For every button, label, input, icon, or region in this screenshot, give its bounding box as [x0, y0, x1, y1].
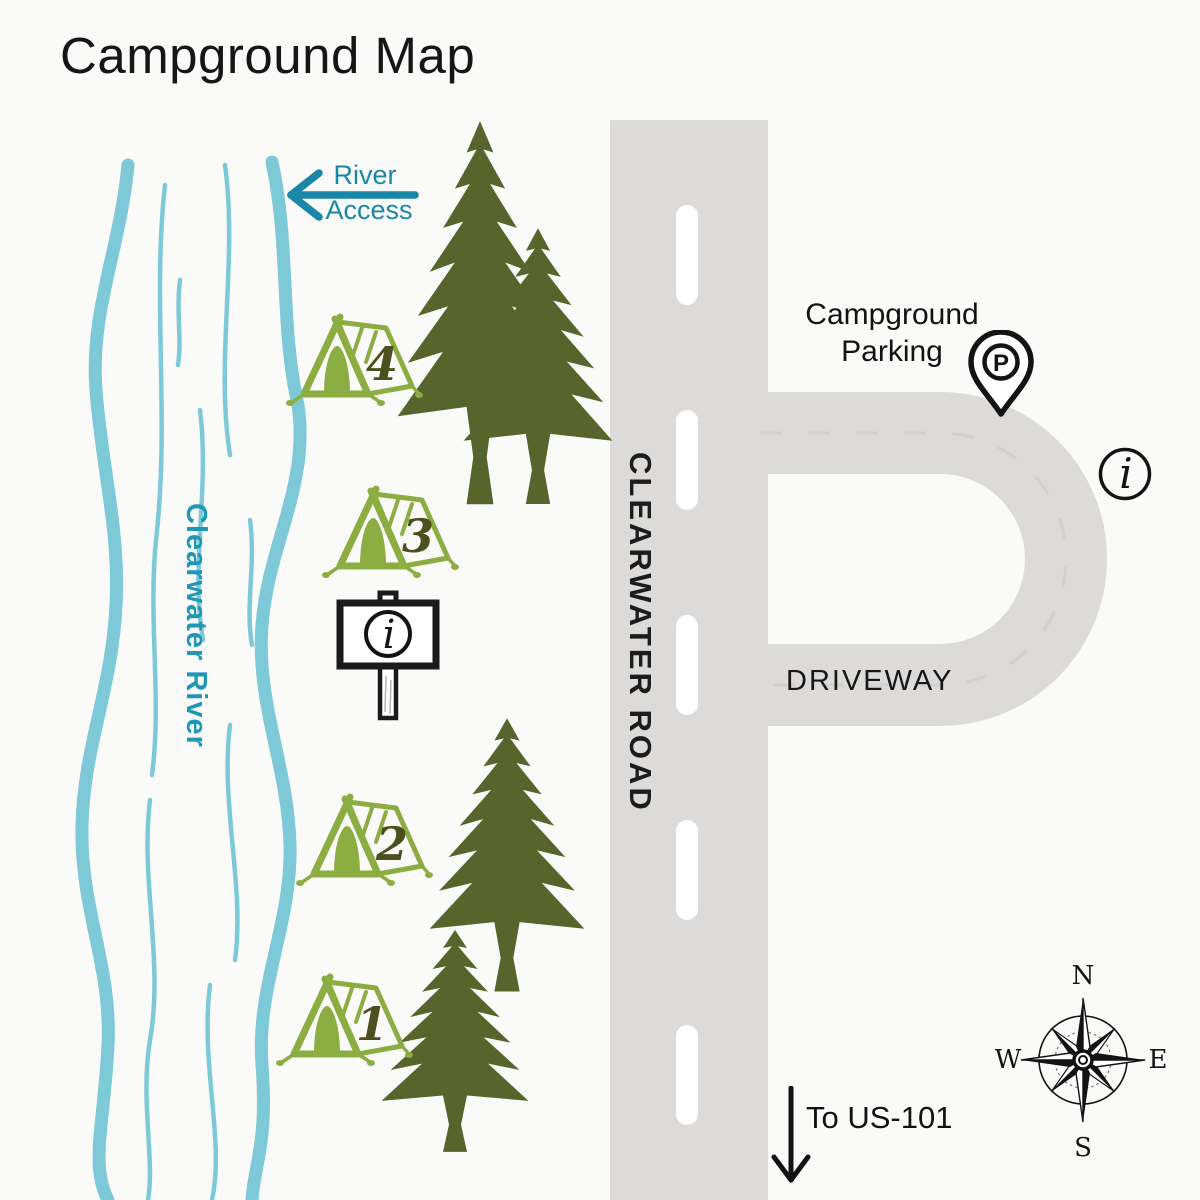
road-dash: [676, 1025, 698, 1125]
parking-label-line1: Campground: [805, 298, 979, 331]
river-access-label-line1: River: [333, 160, 397, 190]
info-symbol: i: [1119, 449, 1132, 498]
river-name-label: Clearwater River: [180, 503, 212, 748]
road-name-label: CLEARWATER ROAD: [623, 452, 658, 813]
parking-label-line2: Parking: [841, 335, 943, 368]
exit-arrow-icon: [771, 1086, 811, 1183]
road-dash: [676, 820, 698, 920]
road-dash: [676, 615, 698, 715]
parking-label: Campground Parking: [788, 296, 996, 370]
river-graphic: [75, 155, 307, 1200]
compass-south-label: S: [1074, 1133, 1092, 1160]
parking-pin-letter: P: [993, 350, 1009, 377]
driveway-label: DRIVEWAY: [786, 665, 954, 697]
compass-west-label: W: [995, 1045, 1022, 1075]
road-dash: [676, 205, 698, 305]
compass-east-label: E: [1149, 1045, 1168, 1075]
compass-north-label: N: [1072, 961, 1095, 991]
campsite-tent-3: 3: [318, 482, 460, 582]
campsite-tent-2: 2: [292, 790, 434, 890]
campsite-number: 2: [375, 817, 408, 871]
campsite-number: 1: [356, 997, 388, 1051]
info-point-icon: i: [1098, 447, 1152, 501]
river-access-label-line2: Access: [325, 195, 413, 225]
road-dash: [676, 410, 698, 510]
page-title: Campground Map: [60, 27, 476, 84]
information-sign-icon: i: [336, 590, 440, 721]
info-symbol: i: [383, 612, 396, 658]
campsite-tent-1: 1: [272, 970, 414, 1070]
driveway-loop: [760, 392, 1107, 726]
campsite-tent-4: 4: [282, 310, 424, 410]
compass-rose: N S W E: [995, 961, 1168, 1160]
parking-pin-icon: P: [968, 330, 1034, 417]
clearwater-road: [610, 120, 768, 1200]
pine-trees-north: [397, 121, 613, 505]
exit-label: To US-101: [806, 1100, 953, 1135]
pine-trees-south: [381, 718, 585, 1152]
campsite-number: 4: [366, 337, 398, 391]
river-access-arrow-icon: [287, 169, 419, 221]
campsite-number: 3: [402, 509, 434, 563]
